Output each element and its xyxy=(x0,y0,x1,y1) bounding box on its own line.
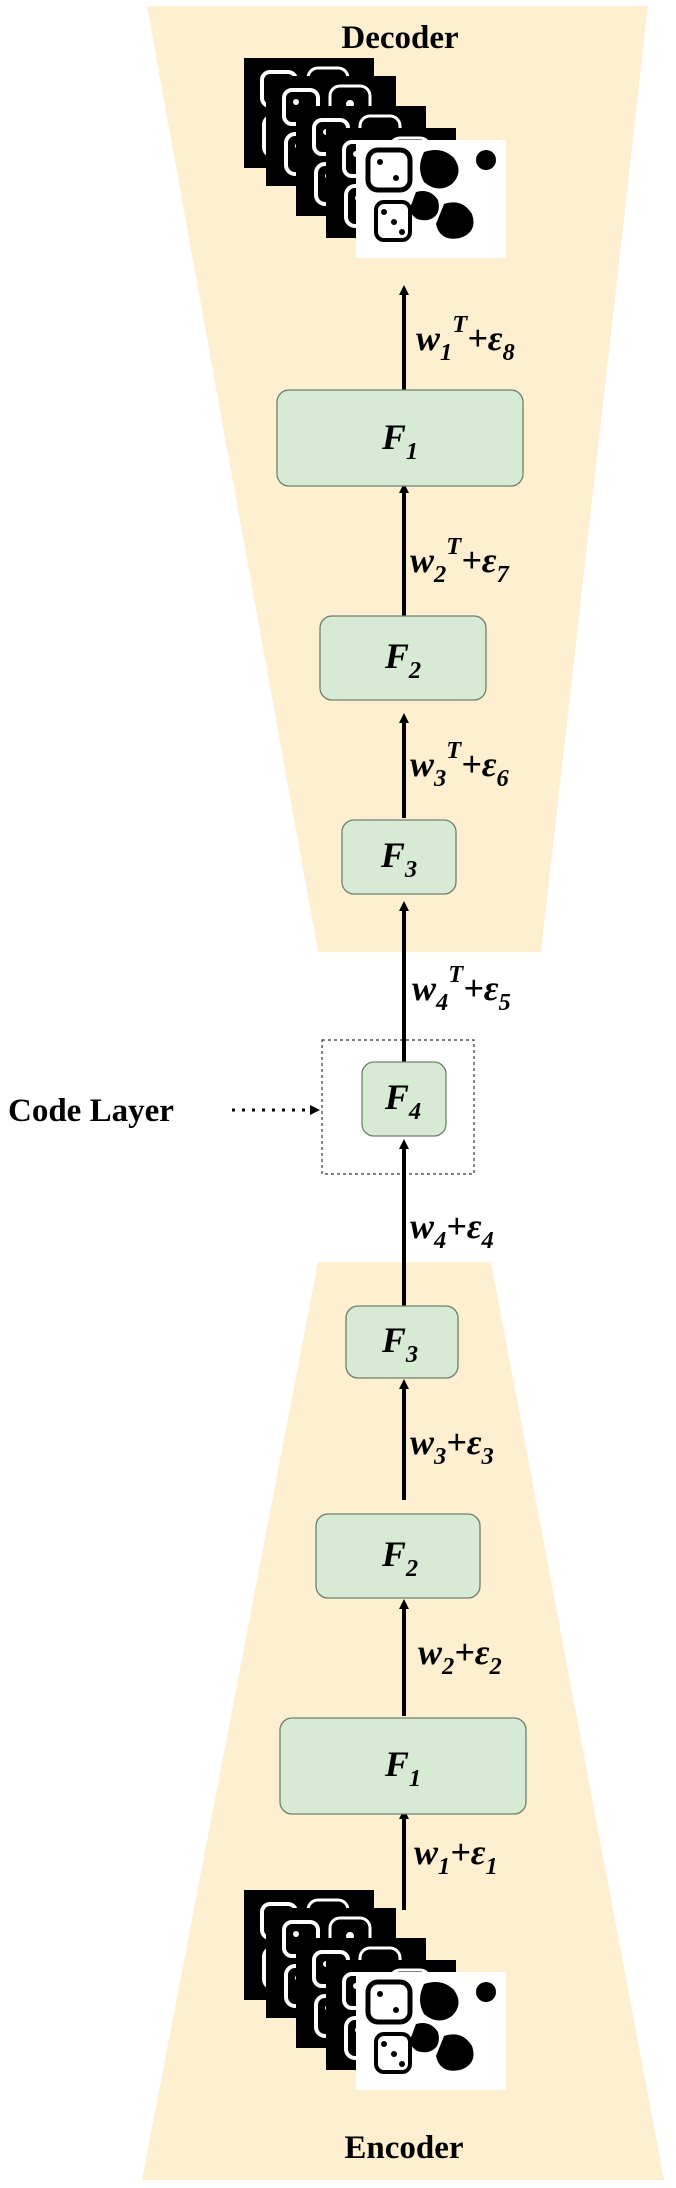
weight-label-w2: w2+ε2 xyxy=(418,1632,502,1680)
svg-text:F1: F1 xyxy=(381,417,418,465)
weight-label-w2T: w2T+ε7 xyxy=(410,533,510,588)
weight-label-w3T: w3T+ε6 xyxy=(410,737,509,792)
decoder-title: Decoder xyxy=(341,20,458,56)
svg-text:F4: F4 xyxy=(384,1077,421,1125)
layer-node-dec-F2: F2 xyxy=(319,615,487,701)
layer-node-enc-F3: F3 xyxy=(345,1305,459,1379)
weight-label-w4T: w4T+ε5 xyxy=(412,961,511,1016)
weight-label-w4: w4+ε4 xyxy=(410,1206,494,1254)
weight-label-w3: w3+ε3 xyxy=(410,1422,494,1470)
svg-text:F3: F3 xyxy=(380,835,417,883)
svg-text:F3: F3 xyxy=(381,1320,418,1368)
encoder-title: Encoder xyxy=(344,2130,463,2166)
code-layer-label: Code Layer xyxy=(8,1093,174,1129)
layer-node-enc-F1: F1 xyxy=(279,1717,527,1815)
layer-node-enc-F2: F2 xyxy=(315,1513,481,1599)
svg-text:F1: F1 xyxy=(384,1744,421,1792)
weight-label-w1: w1+ε1 xyxy=(414,1832,498,1880)
weight-label-w1T: w1T+ε8 xyxy=(416,311,515,366)
layer-node-dec-F3: F3 xyxy=(341,819,457,895)
layer-node-dec-F1: F1 xyxy=(276,389,524,487)
svg-text:F2: F2 xyxy=(384,636,421,684)
svg-text:F2: F2 xyxy=(381,1534,418,1582)
layer-node-code-F4: F4 xyxy=(361,1061,447,1137)
